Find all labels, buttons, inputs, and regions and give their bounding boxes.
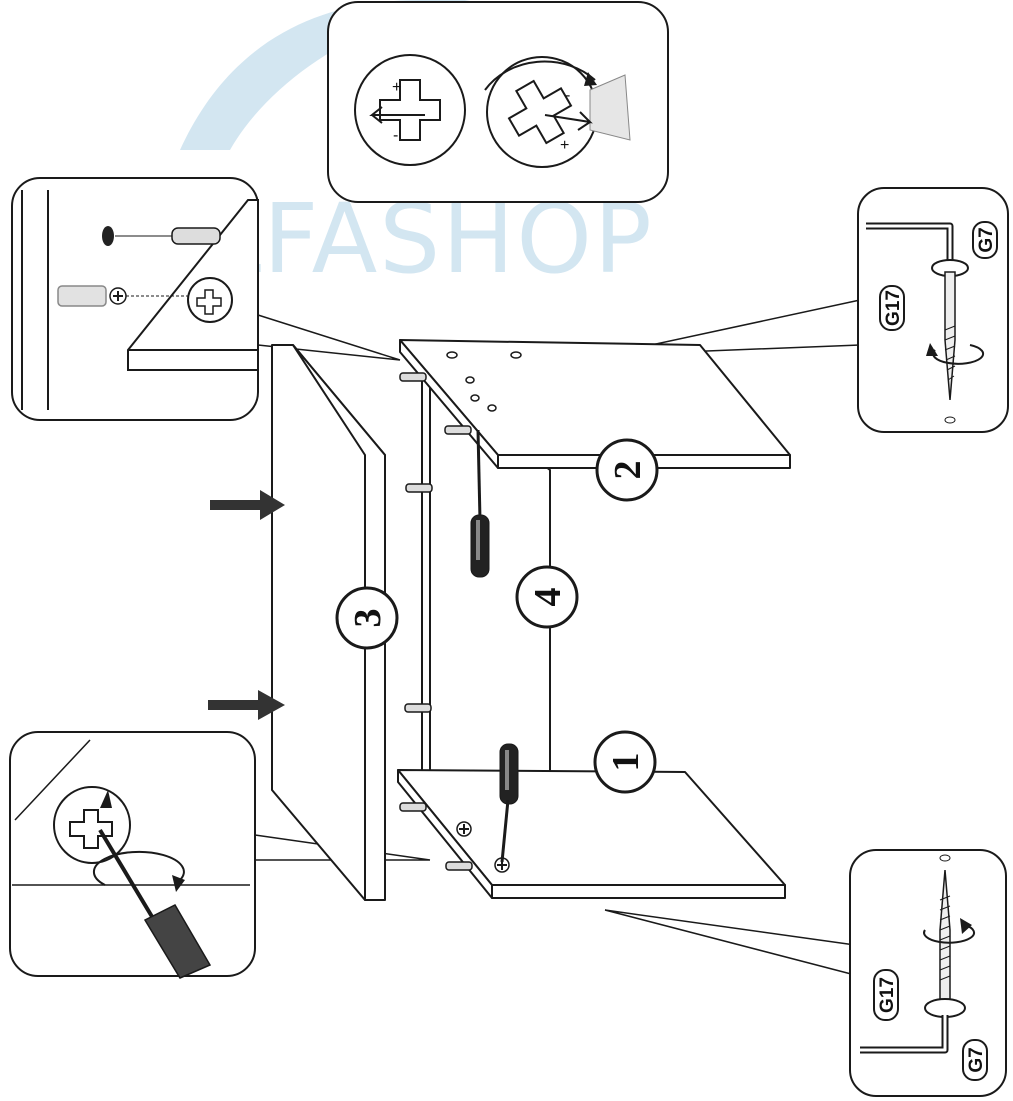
dowel-icon [171,227,221,245]
screwdriver-handle-icon [143,904,212,979]
callout-dowel-insert [11,177,259,421]
rotation-sector [589,74,631,141]
rotate-arrow-icon [932,344,985,365]
code-badge-g17: G17 [873,969,899,1021]
screwdriver-upper [470,429,490,578]
svg-text:G17: G17 [877,977,898,1013]
part-label-2: 2 [595,438,659,502]
part-labels: 2 4 3 1 [335,438,659,794]
svg-text:3: 3 [347,609,389,628]
part-label-1: 1 [593,730,657,794]
cap-icon [102,226,114,246]
code-badge-g17: G17 [879,285,905,331]
callout-cam-rotation: + - + - [327,1,669,203]
part-label-3: 3 [335,586,399,650]
cam-locks [456,821,510,873]
svg-text:G7: G7 [976,227,997,252]
panel-1-front [491,884,786,899]
svg-text:-: - [393,127,398,144]
cam-bolt-icon [57,285,107,307]
svg-text:G17: G17 [883,290,904,326]
push-arrow-upper [210,490,285,520]
dowels [399,372,473,871]
svg-text:2: 2 [607,461,649,480]
leader-bottom-right [604,909,856,976]
push-arrows [208,490,285,720]
furniture-assembly [271,339,791,901]
screwdriver-shaft [98,828,162,932]
code-badge-g7: G7 [962,1039,988,1081]
push-arrow-lower [208,690,285,720]
svg-text:-: - [565,87,570,104]
svg-text:1: 1 [605,753,647,772]
callout-screw-top: G17 G7 [857,187,1009,433]
arrow-left-icon [369,106,425,124]
part-label-4: 4 [515,565,579,629]
callout-screw-bottom: G17 G7 [849,849,1007,1097]
code-badge-g7: G7 [972,221,998,259]
shelf-holes [446,351,522,412]
svg-text:+: + [392,79,401,96]
svg-text:G7: G7 [966,1047,987,1072]
arrow-right-icon [544,111,593,131]
rotate-arrow-icon [923,924,976,944]
cross-slot-icon [379,79,441,141]
rotate-arrow-icon [484,60,596,91]
svg-text:+: + [560,137,569,154]
rotate-arrow-icon [92,850,185,886]
screw-icon [944,271,956,401]
screwdriver-lower [499,743,519,863]
callout-tighten [9,731,256,979]
svg-text:4: 4 [527,588,569,607]
panel-4-edge [421,369,431,806]
watermark-swoosh [180,0,470,150]
